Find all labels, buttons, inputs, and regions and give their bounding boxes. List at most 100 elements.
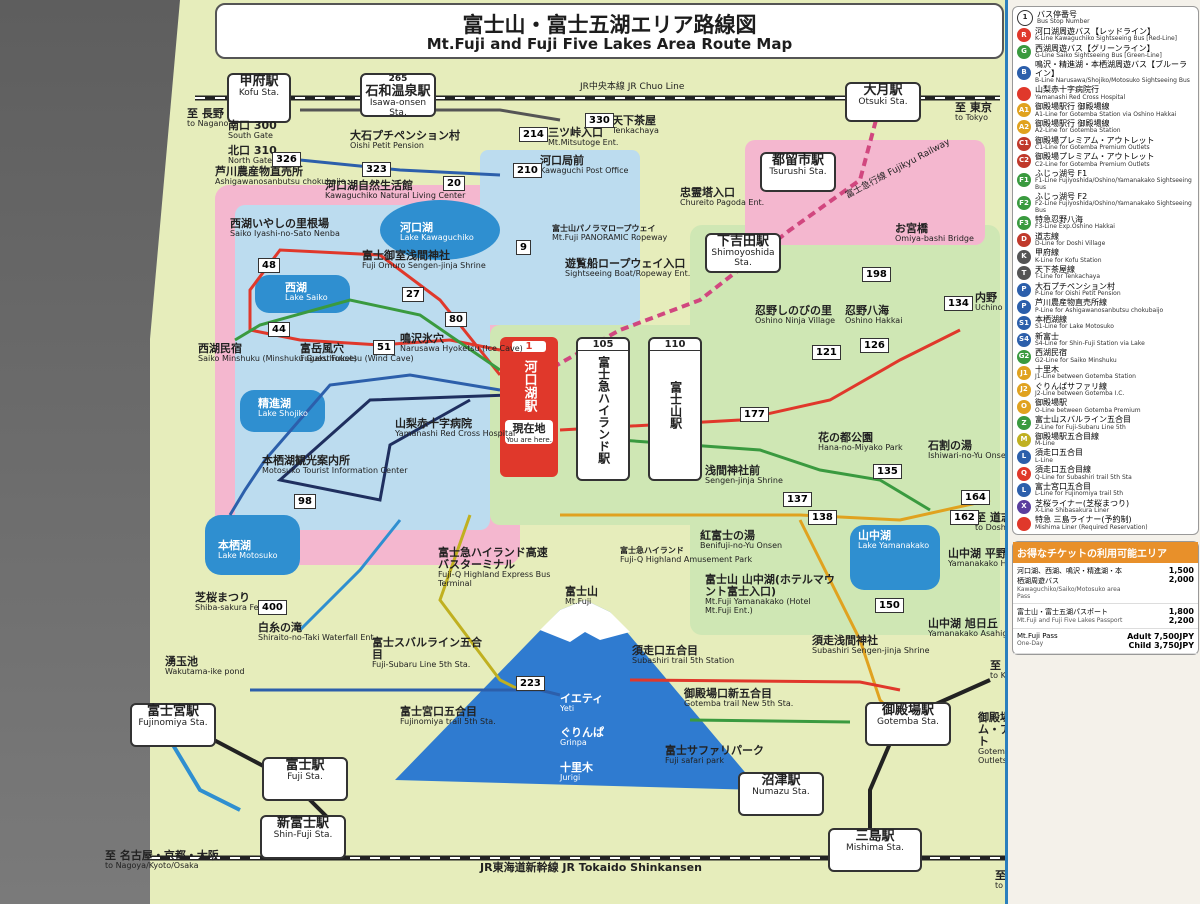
bus-stop-126: 126 xyxy=(860,338,889,353)
zone-blue-kawaguchi xyxy=(480,150,640,325)
you-are-here-label: 現在地 xyxy=(512,422,546,435)
station-name-jp: 富士急ハイランド駅 xyxy=(596,356,611,464)
bus-stop-20: 20 xyxy=(443,176,465,191)
route-badge-icon: K xyxy=(1017,249,1031,264)
route-badge-icon: F2 xyxy=(1017,196,1031,211)
bus-stop-326: 326 xyxy=(272,152,301,167)
bus-stop-98: 98 xyxy=(294,494,316,509)
route-badge-icon: L xyxy=(1017,449,1031,464)
route-z xyxy=(689,718,851,724)
bus-stop-138: 138 xyxy=(808,510,837,525)
route-badge-icon: F1 xyxy=(1017,173,1031,188)
bus-stop-223: 223 xyxy=(516,676,545,691)
bus-stop-164: 164 xyxy=(961,490,990,505)
rail-chuo-label: JR中央本線 JR Chuo Line xyxy=(580,82,685,92)
fujisan-station: 110 富士山駅 xyxy=(648,337,702,481)
route-badge-icon: F3 xyxy=(1017,216,1031,231)
route-s4 xyxy=(168,738,241,812)
route-f xyxy=(619,438,931,512)
route-badge-icon: D xyxy=(1017,232,1031,247)
bus-stop-150: 150 xyxy=(875,598,904,613)
route-badge-icon: J1 xyxy=(1017,366,1031,381)
bus-stop-330: 330 xyxy=(585,113,614,128)
bus-stop-135: 135 xyxy=(873,464,902,479)
route-badge-icon: L xyxy=(1017,483,1031,498)
bus-stop-51: 51 xyxy=(373,340,395,355)
route-badge-icon: T xyxy=(1017,266,1031,281)
bus-stop-9: 9 xyxy=(516,240,531,255)
place-hotel-mt-fuji: 富士山 山中湖(ホテルマウント富士入口)Mt.Fuji Yamanakako (… xyxy=(705,573,835,615)
route-p xyxy=(299,158,501,177)
route-badge-icon: B xyxy=(1017,65,1031,80)
bus-stop-210: 210 xyxy=(513,163,542,178)
route-badge-icon: A1 xyxy=(1017,103,1031,118)
route-badge-icon xyxy=(1017,516,1031,531)
you-are-here-en: You are here. xyxy=(506,436,552,444)
mt-fuji xyxy=(395,600,760,790)
bus-stop-number: 110 xyxy=(650,339,700,351)
bus-stop-137: 137 xyxy=(783,492,812,507)
bus-stop-134: 134 xyxy=(944,296,973,311)
map-title-en: Mt.Fuji and Fuji Five Lakes Area Route M… xyxy=(426,35,793,53)
route-m xyxy=(438,514,521,692)
route-badge-icon: S1 xyxy=(1017,316,1031,331)
bus-stop-323: 323 xyxy=(362,162,391,177)
route-badge-icon: P xyxy=(1017,299,1031,314)
route-badge-icon: J2 xyxy=(1017,383,1031,398)
kawaguchiko-station: 1 河口湖駅 現在地 You are here. xyxy=(500,337,558,477)
route-badge-icon: G2 xyxy=(1017,349,1031,364)
